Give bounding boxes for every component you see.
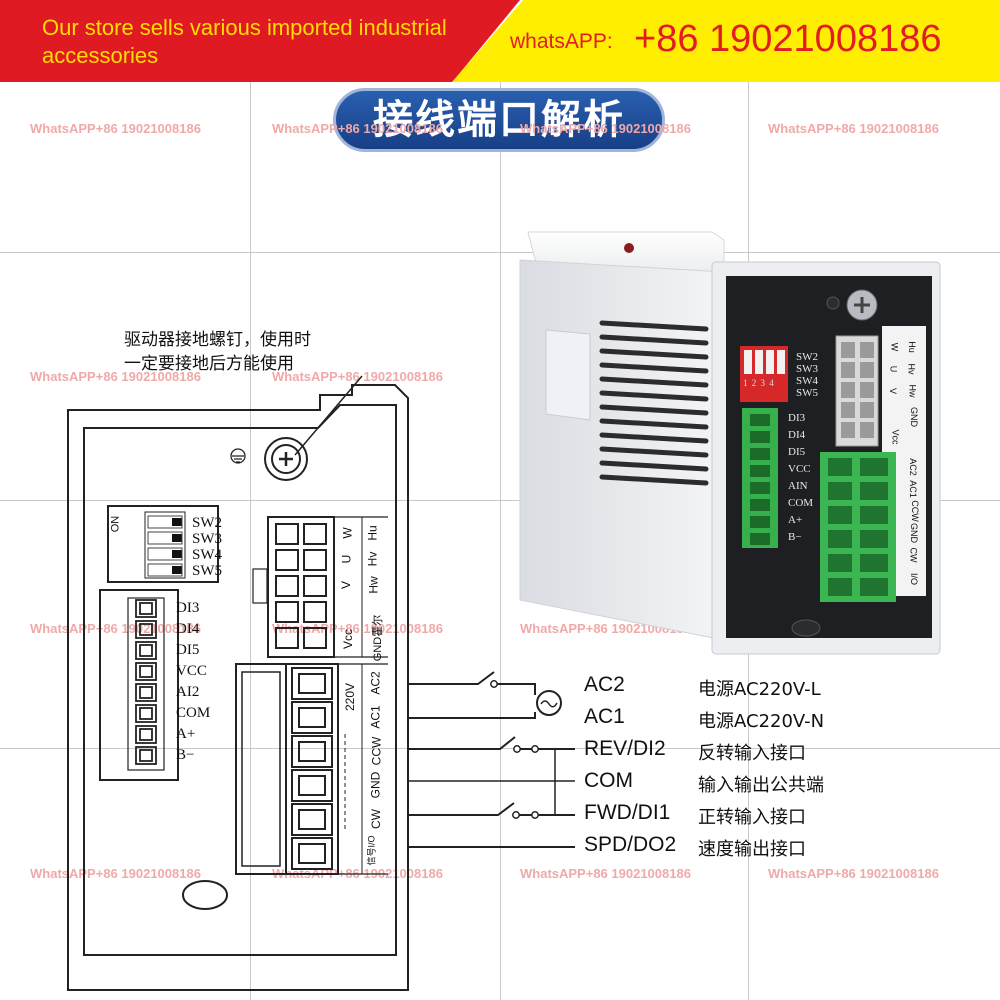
terminal-vcc-label: VCC (176, 663, 207, 679)
photo-vcc2-label: Vcc (890, 429, 901, 445)
terminal-di3-label: DI3 (176, 600, 200, 616)
photo-sw5-label: SW5 (796, 387, 818, 399)
watermark: WhatsAPP+86 19021008186 (272, 121, 443, 136)
photo-hv-label: Hv (906, 363, 917, 375)
photo-sw3-label: SW3 (796, 363, 818, 375)
photo-com-label: COM (788, 497, 814, 509)
banner-red-area (0, 0, 520, 82)
terminal-com-label: COM (176, 705, 211, 721)
whatsapp-label: whatsAPP: (510, 30, 613, 53)
photo-gnd2-label: GND (909, 523, 919, 543)
whatsapp-number: +86 19021008186 (634, 18, 942, 60)
watermark: WhatsAPP+86 19021008186 (30, 369, 201, 384)
watermark: WhatsAPP+86 19021008186 (30, 866, 201, 881)
wire-com-desc: 输入输出公共端 (698, 775, 824, 796)
photo-v-label: V (888, 387, 899, 395)
watermark: WhatsAPP+86 19021008186 (30, 121, 201, 136)
photo-hu-label: Hu (906, 341, 917, 353)
watermark: WhatsAPP+86 19021008186 (768, 866, 939, 881)
terminal-di4-label: DI4 (176, 621, 200, 637)
photo-di4-label: DI4 (788, 429, 806, 441)
photo-b-minus-label: B− (788, 531, 802, 543)
photo-ac2-label: AC2 (907, 458, 918, 476)
ground-screw-note-line2: 一定要接地后方能使用 (124, 354, 294, 374)
photo-w-label: W (889, 342, 900, 352)
photo-di5-label: DI5 (788, 446, 806, 458)
dip-sw3-label: SW3 (192, 531, 222, 547)
photo-di3-label: DI3 (788, 412, 806, 424)
watermark: WhatsAPP+86 19021008186 (768, 121, 939, 136)
wire-fwd-signal: FWD/DI1 (584, 801, 671, 824)
watermark: WhatsAPP+86 19021008186 (272, 369, 443, 384)
photo-io-label: I/O (909, 572, 920, 586)
photo-cw-label: CW (908, 547, 919, 563)
store-slogan: Our store sells various imported industr… (42, 15, 447, 68)
terminal-ai2-label: AI2 (176, 684, 200, 700)
watermark: WhatsAPP+86 19021008186 (520, 866, 691, 881)
wire-rev-desc: 反转输入接口 (698, 743, 806, 764)
photo-u-label: U (888, 365, 899, 373)
wire-ac2-desc: 电源AC220V-L (698, 679, 821, 700)
photo-sw4-label: SW4 (796, 375, 818, 387)
watermark: WhatsAPP+86 19021008186 (272, 621, 443, 636)
watermark: WhatsAPP+86 19021008186 (30, 621, 201, 636)
wire-ac1-desc: 电源AC220V-N (698, 711, 825, 732)
terminal-a-plus-label: A+ (176, 726, 196, 742)
grid-line (500, 82, 501, 1000)
photo-a-plus-label: A+ (788, 514, 803, 526)
wire-fwd-desc: 正转输入接口 (698, 807, 806, 828)
wire-ac2-signal: AC2 (584, 673, 625, 696)
page-title: 接线端口解析 (333, 88, 665, 152)
wire-spd-signal: SPD/DO2 (584, 833, 677, 856)
photo-dip-numbers: 1 2 3 4 (743, 378, 775, 388)
photo-hw-label: Hw (907, 384, 918, 398)
photo-ccw-label: CCW (909, 500, 920, 522)
photo-ac1-label: AC1 (907, 480, 918, 498)
photo-sw2-label: SW2 (796, 351, 818, 363)
ground-screw-note-line1: 驱动器接地螺钉，使用时 (124, 330, 311, 350)
wire-spd-desc: 速度输出接口 (698, 839, 806, 860)
photo-vcc-label: VCC (788, 463, 811, 475)
photo-gnd-label: GND (909, 407, 919, 427)
photo-ain-label: AIN (788, 480, 808, 492)
terminal-b-minus-label: B− (176, 747, 195, 763)
wire-com-signal: COM (584, 769, 633, 792)
dip-sw5-label: SW5 (192, 563, 222, 579)
wire-rev-signal: REV/DI2 (584, 737, 666, 760)
terminal-di5-label: DI5 (176, 642, 200, 658)
wire-ac1-signal: AC1 (584, 705, 625, 728)
grid-line (250, 82, 251, 1000)
banner-yellow-area (452, 0, 1000, 82)
dip-sw2-label: SW2 (192, 515, 222, 531)
dip-sw4-label: SW4 (192, 547, 222, 563)
watermark: WhatsAPP+86 19021008186 (520, 121, 691, 136)
